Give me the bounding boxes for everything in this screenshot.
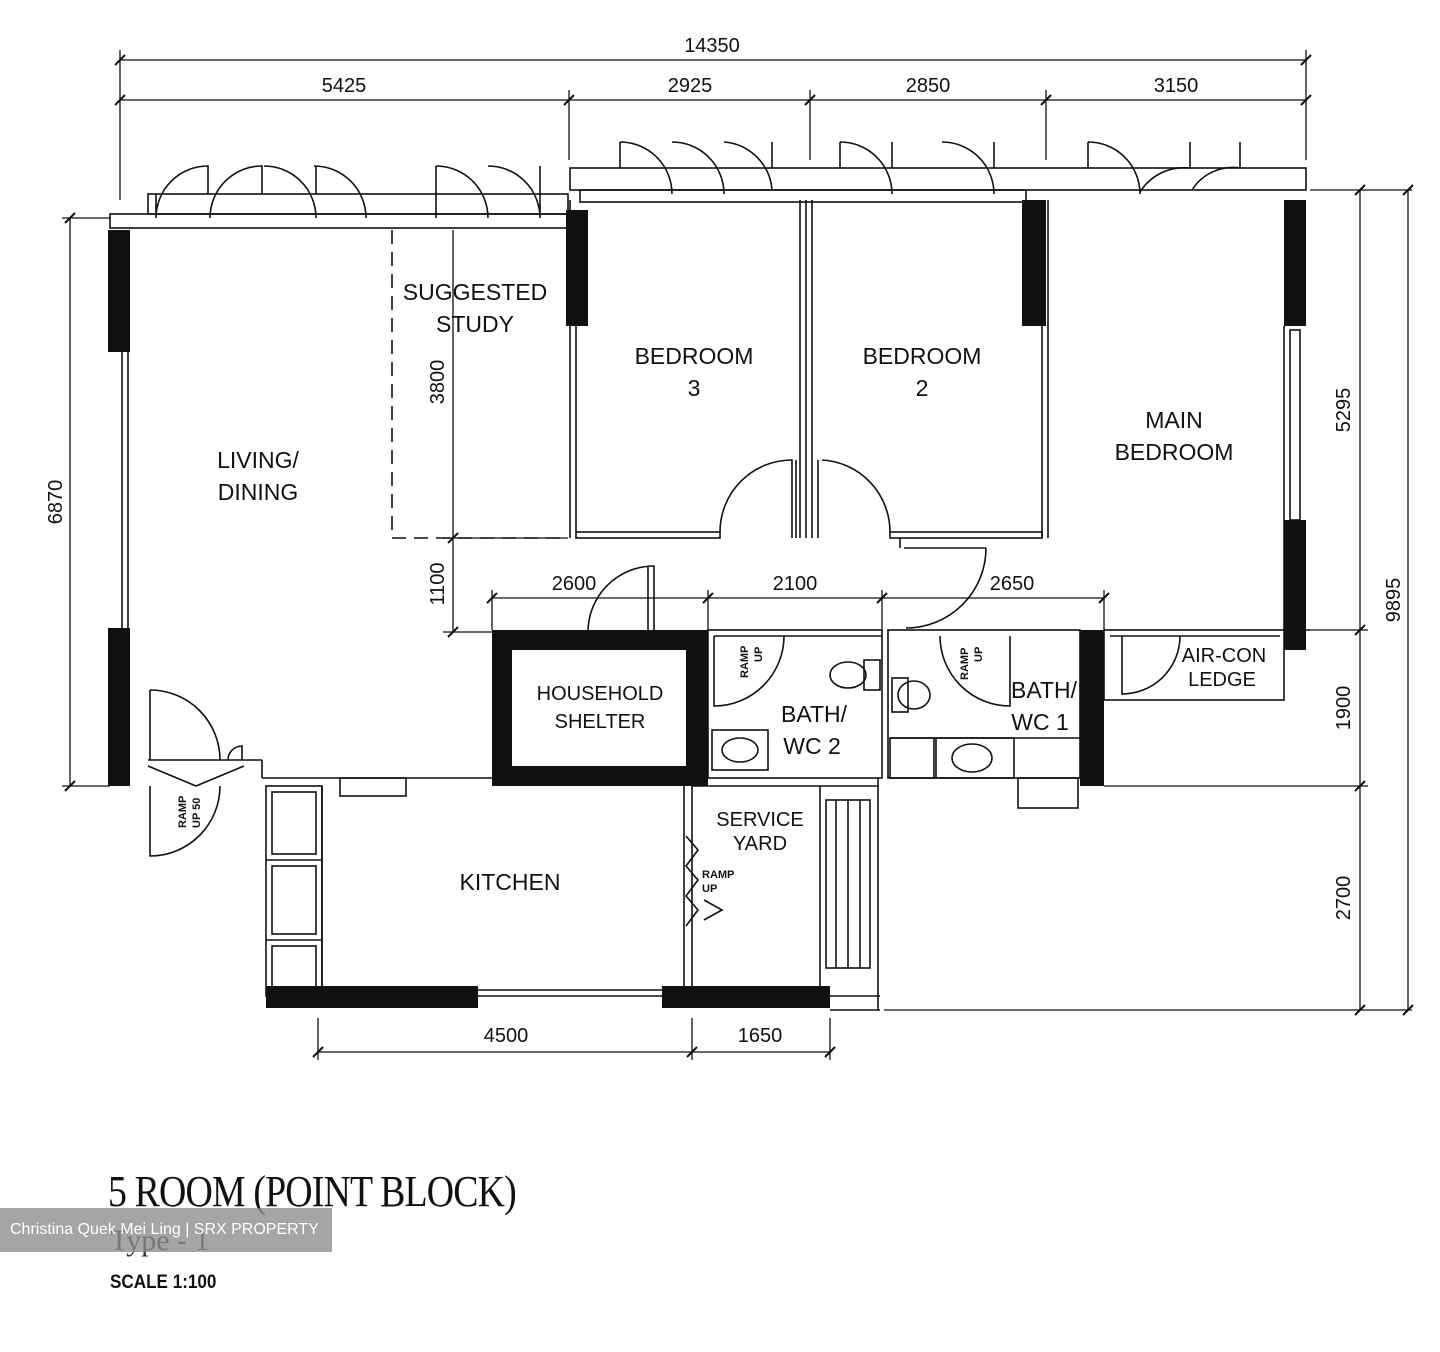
ramp-entrance-line1: RAMP (177, 796, 189, 828)
room-label-household-shelter-line2: SHELTER (555, 711, 646, 733)
dim-top-2: 2925 (668, 75, 713, 97)
doors (147, 141, 1241, 927)
dim-mid-3: 2650 (990, 573, 1035, 595)
ramp-bath1-line2: UP (973, 647, 985, 662)
ramp-bath1-line1: RAMP (959, 648, 971, 680)
room-label-main-bedroom-line1: MAIN (1145, 407, 1203, 433)
dim-top-1: 5425 (322, 75, 367, 97)
room-label-service-yard-line1: SERVICE (716, 809, 803, 831)
ramp-bath2-line1: RAMP (739, 646, 751, 678)
ramp-entrance-line2: UP 50 (191, 798, 203, 828)
dim-top-4: 3150 (1154, 75, 1199, 97)
room-label-aircon-ledge-line1: AIR-CON (1182, 645, 1266, 667)
room-label-bath-wc2-line1: BATH/ (781, 701, 848, 727)
dim-right-1: 5295 (1333, 388, 1355, 433)
watermark-banner: Christina Quek Mei Ling | SRX PROPERTY (0, 1208, 332, 1252)
room-label-household-shelter-line1: HOUSEHOLD (537, 683, 664, 705)
room-label-bedroom2-line2: 2 (916, 375, 929, 401)
room-label-bath-wc1-line2: WC 1 (1011, 709, 1069, 735)
fixtures (711, 659, 993, 773)
room-label-bedroom2-line1: BEDROOM (863, 343, 982, 369)
ramp-service-yard-line1: RAMP (702, 869, 734, 881)
dim-mid-2: 2100 (773, 573, 818, 595)
ramp-bath2-line2: UP (753, 647, 765, 662)
room-label-main-bedroom-line2: BEDROOM (1115, 439, 1234, 465)
room-label-bedroom3-line2: 3 (688, 375, 701, 401)
room-label-bedroom3-line1: BEDROOM (635, 343, 754, 369)
ramp-labels: RAMP UP RAMP UP RAMP UP 50 RAMP UP (177, 646, 985, 895)
dim-mid-1: 2600 (552, 573, 597, 595)
dim-bottom-2: 1650 (738, 1025, 783, 1047)
dim-right-2: 1900 (1333, 686, 1355, 731)
room-labels: SUGGESTED STUDY BEDROOM 3 BEDROOM 2 MAIN… (217, 279, 1266, 895)
dim-overall-width: 14350 (684, 35, 740, 57)
floor-plan: 14350 5425 2925 2850 3150 6870 3800 1100… (45, 35, 1414, 1060)
dimension-labels: 14350 5425 2925 2850 3150 6870 3800 1100… (45, 35, 1405, 1047)
dim-right-total: 9895 (1383, 578, 1405, 623)
dim-right-3: 2700 (1333, 876, 1355, 921)
dim-bottom-1: 4500 (484, 1025, 529, 1047)
room-label-bath-wc1-line1: BATH/ (1011, 677, 1078, 703)
room-label-bath-wc2-line2: WC 2 (783, 733, 841, 759)
room-label-suggested-study-line2: STUDY (436, 311, 514, 337)
room-label-service-yard-line2: YARD (733, 833, 787, 855)
plan-scale: SCALE 1:100 (110, 1272, 217, 1293)
room-label-kitchen: KITCHEN (460, 869, 561, 895)
dim-study-depth: 3800 (427, 360, 449, 405)
room-label-living-dining-line2: DINING (218, 479, 299, 505)
room-label-living-dining-line1: LIVING/ (217, 447, 299, 473)
plan-title: 5 ROOM (POINT BLOCK) (108, 1167, 517, 1216)
dim-left-height: 6870 (45, 480, 67, 525)
room-label-aircon-ledge-line2: LEDGE (1188, 669, 1256, 691)
structural-walls (108, 200, 1306, 1008)
room-label-suggested-study-line1: SUGGESTED (403, 279, 547, 305)
dim-top-3: 2850 (906, 75, 951, 97)
ramp-service-yard-line2: UP (702, 883, 717, 895)
dim-corridor: 1100 (427, 562, 449, 605)
